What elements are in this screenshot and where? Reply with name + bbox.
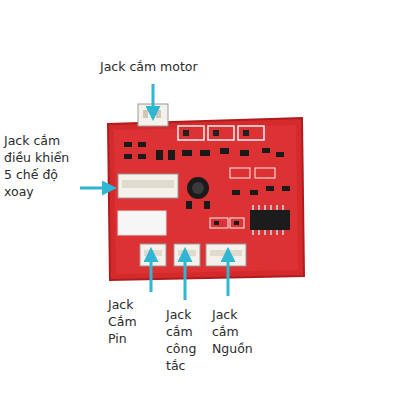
capacitor: [187, 177, 209, 199]
mode-connector: [118, 174, 178, 198]
leader-arrows: [80, 84, 228, 300]
battery-connector: [140, 244, 166, 266]
callout-label: Jack cắm công tắc: [166, 306, 210, 374]
callout-label: Jack Cắm Pin: [108, 296, 152, 347]
callout-label: Jack cắm Nguồn: [212, 306, 260, 357]
switch-connector: [174, 244, 200, 266]
callout-label: Jack cắm motor: [100, 58, 260, 75]
power-connector: [206, 244, 246, 266]
pcb-board: [108, 118, 304, 280]
pcb-surface: [114, 125, 298, 274]
ic-chip: [250, 210, 290, 230]
callout-label: Jack cắm điều khiển 5 chế độ xoay: [4, 132, 72, 200]
silkscreen-block: [118, 211, 166, 235]
